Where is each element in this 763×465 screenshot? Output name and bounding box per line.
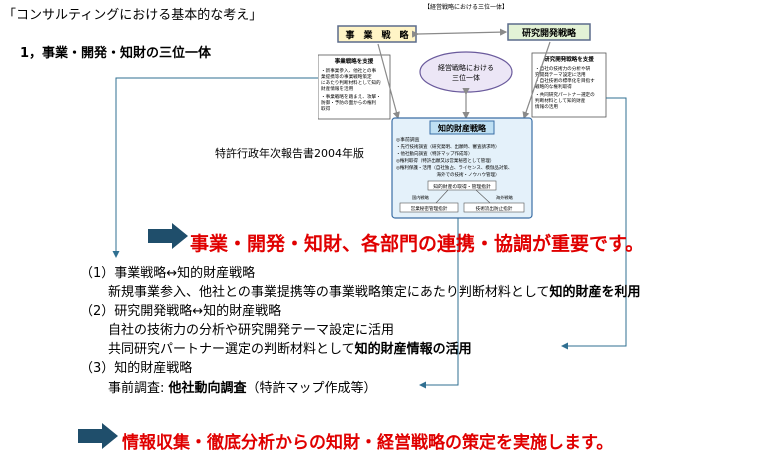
list-item-2-text: 共同研究パートナー選定の判断材料として <box>108 342 355 357</box>
rd-strategy-box <box>507 23 591 41</box>
trade-secret-label: 営業秘密管理指針 <box>411 205 448 212</box>
ip-line: ◎権利取得（特許出願又は営業秘密として管理） <box>396 157 494 164</box>
big-arrow-icon <box>148 223 188 249</box>
leak-prevention-label: 技術流出防止指針 <box>476 205 513 212</box>
list-item-2-bold: 知的財産情報の活用 <box>354 342 472 357</box>
list-item-1-title: （1）事業戦略↔知的財産戦略 <box>80 266 256 281</box>
ip-mgmt-label: 知的財産の取得・管理指針 <box>433 183 491 190</box>
highlight-message-2: 情報収集・徹底分析からの知財・経営戦略の策定を実施します。 <box>122 433 614 453</box>
biz-rd-arrow <box>411 28 508 38</box>
rd-support-heading: 研究開発戦略を支援 <box>544 55 594 63</box>
center-label-1: 経営戦略における <box>438 63 494 72</box>
biz-to-ip-arrow <box>377 43 400 120</box>
rd-support-lines: ・自社の技術力の分析や研 究開発テーマ設定に活用 ・自社技術の標準化を目指す 戦… <box>535 65 595 110</box>
list-item-3-rest: （特許マップ作成等） <box>246 381 377 396</box>
ip-lines: ◎事前調査 ・先行技術調査（研究発明、出願時、審査請求時） ・他社動向調査（特許… <box>396 136 512 178</box>
biz-support-line: ・事業戦略を踏まえ、攻撃・ <box>321 93 381 100</box>
ip-strategy-title: 知的財産戦略 <box>438 123 487 133</box>
list-item-3-title: （3）知的財産戦略 <box>80 361 193 376</box>
diagram-caption: 【経営戦略における三位一体】 <box>424 3 508 11</box>
biz-support-heading: 事業戦略を支援 <box>335 57 374 65</box>
list-item-2-line-2: 共同研究パートナー選定の判断材料として知的財産情報の活用 <box>108 338 472 357</box>
list-item-3-bold: 他社動向調査 <box>168 381 247 396</box>
page-title: 「コンサルティングにおける基本的な考え」 <box>3 8 263 23</box>
list-item-2-line-1: 自社の技術力の分析や研究開発テーマ設定に活用 <box>108 323 395 338</box>
ip-branch-line <box>475 189 491 204</box>
list-item-1-bold: 知的財産を利用 <box>549 285 641 300</box>
big-arrow-icon <box>78 423 118 449</box>
leak-prevention-box <box>463 202 525 213</box>
list-item-2-title: （2）研究開発戦略↔知的財産戦略 <box>80 304 282 319</box>
trade-secret-box <box>399 202 459 213</box>
list-item-3-line: 事前調査: 他社動向調査（特許マップ作成等） <box>108 377 377 396</box>
overseas-label: 海外戦略 <box>496 194 514 201</box>
list-item-1-text: 新規事業参入、他社との事業提携等の事業戦略策定にあたり判断材料として <box>108 285 550 300</box>
rd-support-line: 究開発テーマ設定に活用 <box>535 71 586 78</box>
ip-line: ◎事前調査 <box>396 136 420 143</box>
rd-strategy-title: 研究開発戦略 <box>522 27 577 39</box>
list-item-3-prefix: 事前調査: <box>108 381 169 396</box>
biz-support-line: 財産情報を活用 <box>321 85 354 92</box>
rd-support-line: 判断材料として知的財産 <box>535 97 586 104</box>
ip-branch-line <box>435 189 449 204</box>
biz-support-lines: ・新事業参入、他社との事 業提携等の事業戦略策定 にあたり判断材料として知的 財… <box>321 67 381 112</box>
rd-support-line: ・自社の技術力の分析や研 <box>535 65 591 72</box>
biz-support-line: 取得 <box>321 105 331 112</box>
biz-strategy-title: 事 業 戦 略 <box>345 29 409 41</box>
source-label: 特許行政年次報告書2004年版 <box>215 147 364 160</box>
rd-to-ip-arrow <box>522 41 551 120</box>
trinity-diagram: 【経営戦略における三位一体】 事 業 戦 略 研究開発戦略 経営戦略における 三… <box>318 3 607 219</box>
ip-mgmt-box <box>427 180 497 191</box>
biz-support-box <box>318 54 391 120</box>
biz-support-line: 業提携等の事業戦略策定 <box>321 73 372 80</box>
section-subtitle: 1，事業・開発・知財の三位一体 <box>20 46 212 61</box>
rd-support-line: 戦略的な権利取得 <box>535 83 572 90</box>
center-label-2: 三位一体 <box>452 73 480 82</box>
rd-support-line: 情報の活用 <box>535 103 558 110</box>
rd-support-line: ・共同研究パートナー選定の <box>535 91 595 98</box>
biz-support-line: 防御・予防の面からの権利 <box>321 99 377 106</box>
list-item-1-line: 新規事業参入、他社との事業提携等の事業戦略策定にあたり判断材料として知的財産を利… <box>108 281 641 300</box>
domestic-label: 国内戦略 <box>412 194 430 201</box>
ip-title-box <box>429 120 495 135</box>
ip-line: ・他社動向調査（特許マップ作成等） <box>396 150 473 157</box>
ip-line: ◎権利保護・活用（自社独占、ライセンス、模倣品対策、 <box>396 164 512 171</box>
biz-support-line: ・新事業参入、他社との事 <box>321 67 376 74</box>
ip-line: 海外での技術・ノウハウ管理） <box>396 171 500 178</box>
biz-support-line: にあたり判断材料として知的 <box>321 79 381 86</box>
highlight-message-1: 事業・開発・知財、各部門の連携・協調が重要です。 <box>190 233 645 255</box>
ip-strategy-box <box>391 117 533 219</box>
center-ellipse <box>419 51 513 93</box>
ip-line: ・先行技術調査（研究発明、出願時、審査請求時） <box>396 143 500 150</box>
rd-support-line: ・自社技術の標準化を目指す <box>535 77 595 84</box>
